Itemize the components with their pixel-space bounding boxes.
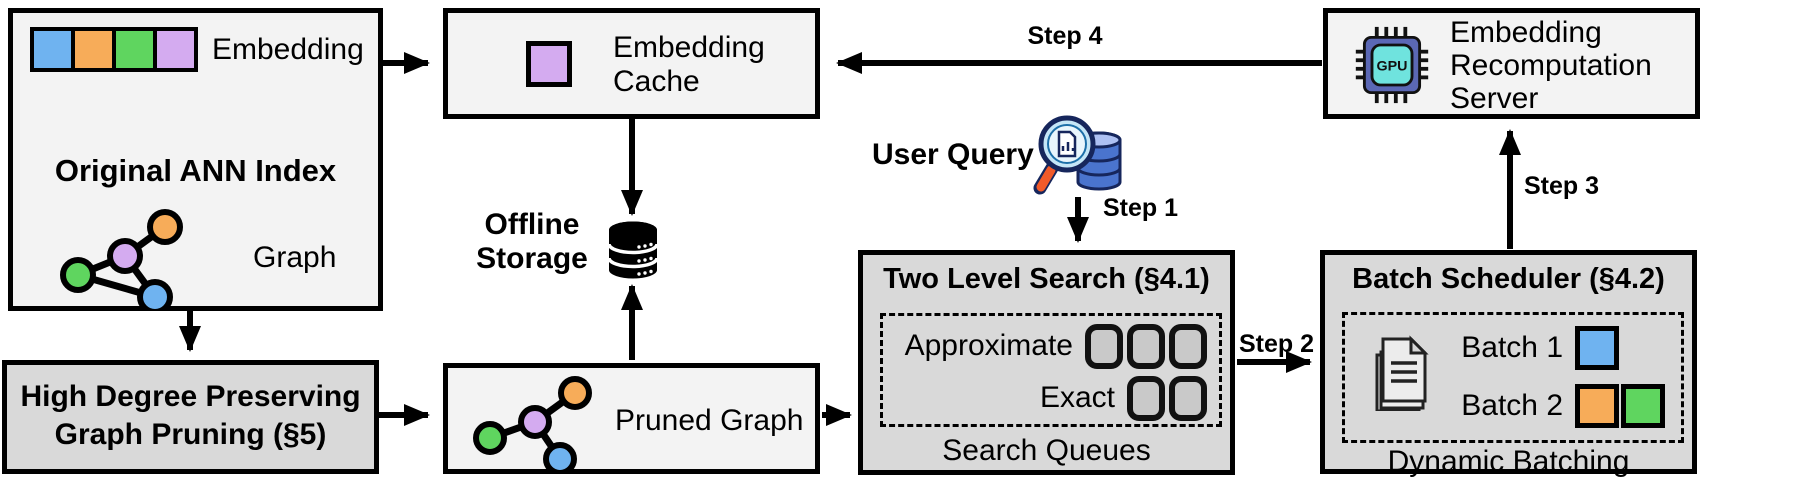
recomputation-server-label: Embedding Recomputation Server <box>1450 16 1652 115</box>
graph-pruning-box: High Degree Preserving Graph Pruning (§5… <box>2 360 379 474</box>
queue-slot <box>1085 323 1123 369</box>
offline-storage-label: Offline Storage <box>476 208 588 275</box>
original-ann-index-box: Embedding Original ANN Index Graph <box>8 8 383 311</box>
embedding-vector-icon <box>30 27 198 72</box>
queue-slot <box>1127 375 1165 421</box>
batch-scheduler-title: Batch Scheduler (§4.2) <box>1352 263 1665 295</box>
batch1-label: Batch 1 <box>1461 331 1563 364</box>
dynamic-batching-panel: Batch 1 Batch 2 <box>1342 312 1684 443</box>
recomputation-server-box: GPU Embedding Recomputation Server <box>1323 8 1700 119</box>
dynamic-batching-caption: Dynamic Batching <box>1387 445 1630 478</box>
batch-item-orange <box>1575 384 1619 428</box>
two-level-search-title: Two Level Search (§4.1) <box>883 263 1210 295</box>
gpu-chip-label: GPU <box>1377 59 1408 75</box>
graph-pruning-title-line1: High Degree Preserving <box>20 380 361 413</box>
embedding-cache-label: Embedding Cache <box>613 31 765 98</box>
user-query-label: User Query <box>872 138 1034 171</box>
embedding-cell-purple <box>153 27 198 72</box>
user-query-icon <box>1033 115 1122 195</box>
embedding-label: Embedding <box>212 32 364 66</box>
two-level-search-box: Two Level Search (§4.1) Approximate Exac… <box>858 250 1235 475</box>
approximate-queue-row: Approximate <box>883 320 1219 372</box>
queue-slot <box>1169 375 1207 421</box>
queue-slot <box>1127 323 1165 369</box>
batch-scheduler-box: Batch Scheduler (§4.2) Batch 1 <box>1320 250 1697 478</box>
batch2-items <box>1575 384 1667 428</box>
graph-pruning-title-line2: Graph Pruning (§5) <box>54 418 327 451</box>
batch2-row: Batch 2 <box>1345 379 1681 433</box>
embedding-cell-green <box>112 27 157 72</box>
original-graph-icon <box>60 209 183 310</box>
batch1-row: Batch 1 <box>1345 321 1681 375</box>
graph-label: Graph <box>253 241 337 274</box>
pruned-graph-icon <box>473 376 592 472</box>
ann-index-title: Original ANN Index <box>54 153 337 188</box>
batch1-items <box>1575 326 1667 370</box>
batch2-label: Batch 2 <box>1461 389 1563 422</box>
documents-icon <box>1375 335 1429 411</box>
offline-storage-database-icon <box>607 221 659 279</box>
search-queues-panel: Approximate Exact <box>880 313 1222 427</box>
approximate-label: Approximate <box>904 329 1073 362</box>
embedding-cell-blue <box>30 27 75 72</box>
step4-label: Step 4 <box>1027 22 1103 50</box>
exact-queue-slots <box>1127 375 1207 421</box>
pruned-graph-box: Pruned Graph <box>443 363 820 474</box>
step3-label: Step 3 <box>1524 172 1600 200</box>
approximate-queue-slots <box>1085 323 1207 369</box>
gpu-chip-icon: GPU <box>1355 26 1429 104</box>
search-queues-caption: Search Queues <box>942 434 1151 467</box>
embedding-cache-box: Embedding Cache <box>443 8 820 119</box>
queue-slot <box>1169 323 1207 369</box>
embedding-cell-orange <box>71 27 116 72</box>
step2-label: Step 2 <box>1239 330 1315 358</box>
exact-queue-row: Exact <box>883 372 1219 424</box>
step1-label: Step 1 <box>1103 194 1179 222</box>
exact-label: Exact <box>1039 381 1115 414</box>
batch-item-blue <box>1575 326 1619 370</box>
cached-embedding-icon <box>526 41 572 87</box>
pruned-graph-label: Pruned Graph <box>615 404 804 437</box>
batch-item-green <box>1621 384 1665 428</box>
